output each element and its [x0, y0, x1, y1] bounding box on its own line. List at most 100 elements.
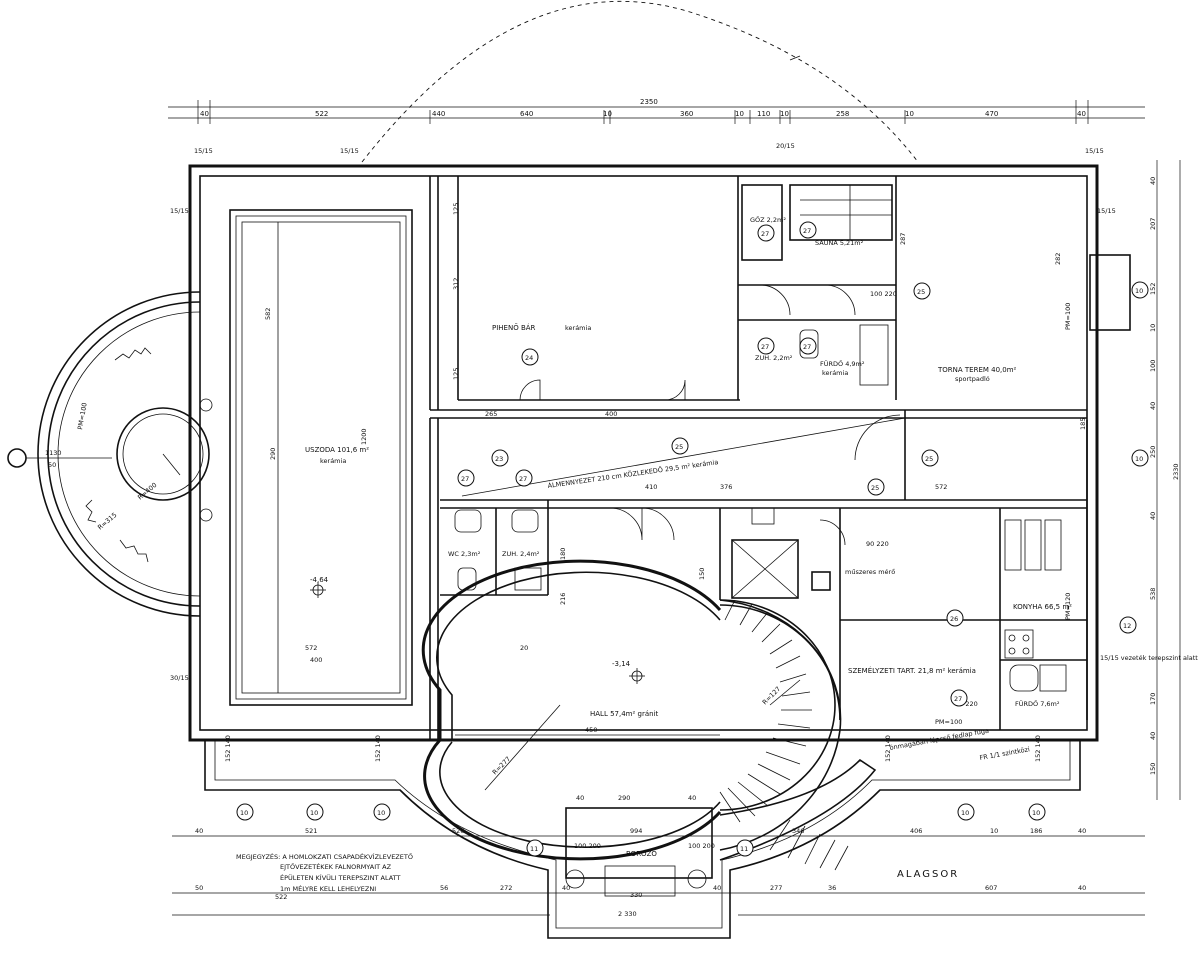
svg-text:410: 410	[645, 483, 657, 491]
svg-text:250: 250	[1149, 446, 1157, 458]
svg-text:100 200: 100 200	[574, 842, 601, 850]
svg-text:40: 40	[576, 794, 584, 802]
note-line-3: ÉPÜLETEN KÍVÜLI TEREPSZINT ALATT	[280, 873, 401, 882]
spiral-staircase: R=127	[719, 599, 877, 871]
svg-text:27: 27	[461, 475, 469, 483]
svg-text:27: 27	[761, 230, 769, 238]
svg-text:125: 125	[452, 203, 460, 215]
tag: 27	[799, 221, 817, 239]
top-dimensions: 2350 40 522 440 640 10 360 10 110 10 258…	[168, 98, 1145, 124]
svg-text:40: 40	[713, 884, 721, 892]
tag: 10	[236, 803, 254, 821]
wc-block: WC 2,3m² ZUH. 2,4m² 180 216 150	[448, 509, 706, 605]
svg-text:27: 27	[761, 343, 769, 351]
svg-text:10: 10	[1032, 809, 1040, 817]
bottom-terrace: BOROZÓ 290 40 40 100 200 100 200 330 2 3…	[204, 740, 1081, 939]
svg-text:287: 287	[899, 233, 907, 245]
svg-text:40: 40	[1149, 512, 1157, 520]
svg-text:125: 125	[452, 368, 460, 380]
svg-text:10: 10	[1135, 455, 1143, 463]
svg-text:40: 40	[1077, 110, 1086, 118]
svg-text:56: 56	[440, 884, 448, 892]
svg-text:12: 12	[1123, 622, 1131, 630]
svg-text:11: 11	[530, 845, 538, 853]
svg-text:607: 607	[985, 884, 997, 892]
svg-text:582: 582	[264, 308, 272, 320]
svg-text:152 140: 152 140	[1034, 735, 1042, 762]
svg-text:ÁLMENNYEZET 210 cm KÖZLEKEDŐ: ÁLMENNYEZET 210 cm KÖZLEKEDŐ 29,5 m² ker…	[547, 457, 719, 490]
svg-text:330: 330	[630, 891, 642, 899]
svg-text:538: 538	[1149, 588, 1157, 600]
room-pihenobar: PIHENŐ BÁR kerámia 312 125 125 265 400	[452, 203, 686, 418]
svg-text:152: 152	[1149, 283, 1157, 295]
svg-text:10: 10	[990, 827, 998, 835]
svg-text:282: 282	[1054, 253, 1062, 265]
svg-text:10: 10	[1135, 287, 1143, 295]
swimming-pool: USZODA 101,6 m² kerámia -4,64 582 1200 2…	[199, 209, 413, 706]
svg-text:521: 521	[305, 827, 317, 835]
circular-terrace: R=400 R=315 PM=100 1130 50	[7, 291, 210, 617]
svg-text:152 140: 152 140	[374, 735, 382, 762]
tag: 25	[921, 449, 939, 467]
svg-text:15/15 vezeték terepszint alatt: 15/15 vezeték terepszint alatt 120 cm	[1100, 654, 1200, 662]
note-line-4: 1m MÉLYRE KELL LEHELYEZNI	[280, 884, 376, 893]
tag: 25	[867, 478, 885, 496]
tag: 11	[736, 839, 754, 857]
svg-text:36: 36	[828, 884, 836, 892]
svg-text:15/15: 15/15	[170, 207, 189, 215]
svg-text:R=315: R=315	[96, 511, 118, 532]
svg-text:40: 40	[688, 794, 696, 802]
tag: 27	[757, 337, 775, 355]
note-block: MEGJEGYZÉS: A HOMLOKZATI CSAPADÉKVÍZLEVE…	[236, 852, 413, 893]
svg-text:1130: 1130	[45, 449, 62, 457]
svg-text:27: 27	[954, 695, 962, 703]
svg-text:15/15: 15/15	[340, 147, 359, 155]
opening-labels: 15/15 15/15 15/15 15/15 15/15 20/15 30/1…	[170, 142, 1116, 762]
floor-title: ALAGSOR	[897, 869, 959, 880]
tag: 27	[950, 689, 968, 707]
svg-text:WC 2,3m²: WC 2,3m²	[448, 550, 481, 558]
svg-text:450: 450	[585, 726, 597, 734]
room-kozlekedo: ÁLMENNYEZET 210 cm KÖZLEKEDŐ 29,5 m² ker…	[547, 418, 1087, 491]
tag: 10	[957, 803, 975, 821]
svg-text:ZUH. 2,4m²: ZUH. 2,4m²	[502, 550, 540, 558]
svg-text:290: 290	[269, 448, 277, 460]
level-pool: -4,64	[310, 576, 329, 584]
svg-text:PM=120: PM=120	[1064, 593, 1072, 620]
svg-text:PM=100: PM=100	[1064, 303, 1072, 330]
svg-text:440: 440	[432, 110, 445, 118]
tag: 27	[799, 337, 817, 355]
svg-text:185: 185	[1079, 418, 1087, 430]
svg-text:27: 27	[519, 475, 527, 483]
svg-text:kerámia: kerámia	[320, 457, 346, 465]
svg-text:műszeres mérő: műszeres mérő	[845, 567, 895, 576]
bottom-dimensions: 40 521 526 994 346 406 10 186 40 50 56 2…	[172, 827, 1145, 916]
svg-text:27: 27	[803, 227, 811, 235]
svg-text:10: 10	[603, 110, 612, 118]
svg-text:75 220: 75 220	[955, 700, 978, 708]
hall: -3,14 HALL 57,4m² gránit 450 R=277 20	[421, 507, 722, 861]
svg-text:24: 24	[525, 354, 533, 362]
dim-total-top: 2350	[640, 98, 658, 106]
tag: 27	[515, 469, 533, 487]
room-konyha: KONYHA 66,5 m² PM=120 15/15 vezeték tere…	[1004, 519, 1200, 662]
svg-text:100 200: 100 200	[688, 842, 715, 850]
svg-text:50: 50	[195, 884, 203, 892]
svg-text:PIHENŐ BÁR: PIHENŐ BÁR	[492, 323, 536, 332]
svg-text:25: 25	[675, 443, 683, 451]
svg-text:10: 10	[905, 110, 914, 118]
svg-text:SAUNA 5,21m²: SAUNA 5,21m²	[815, 239, 864, 247]
svg-text:272: 272	[500, 884, 512, 892]
svg-text:150: 150	[698, 568, 706, 580]
svg-text:640: 640	[520, 110, 533, 118]
svg-text:10: 10	[735, 110, 744, 118]
right-dimensions: 2330 40 207 152 10 100 40 250 40 538 170…	[1149, 160, 1181, 800]
svg-text:346: 346	[792, 827, 804, 835]
svg-text:216: 216	[559, 593, 567, 605]
svg-text:FR 1/1 szintközi: FR 1/1 szintközi	[979, 745, 1031, 762]
svg-text:180: 180	[559, 548, 567, 560]
svg-text:FÜRDŐ 4,9m²: FÜRDŐ 4,9m²	[820, 359, 865, 368]
svg-text:110: 110	[757, 110, 770, 118]
svg-text:SZEMÉLYZETI TART. 21,8 m² ke: SZEMÉLYZETI TART. 21,8 m² kerámia	[848, 666, 976, 675]
tag: 10	[1131, 281, 1149, 299]
